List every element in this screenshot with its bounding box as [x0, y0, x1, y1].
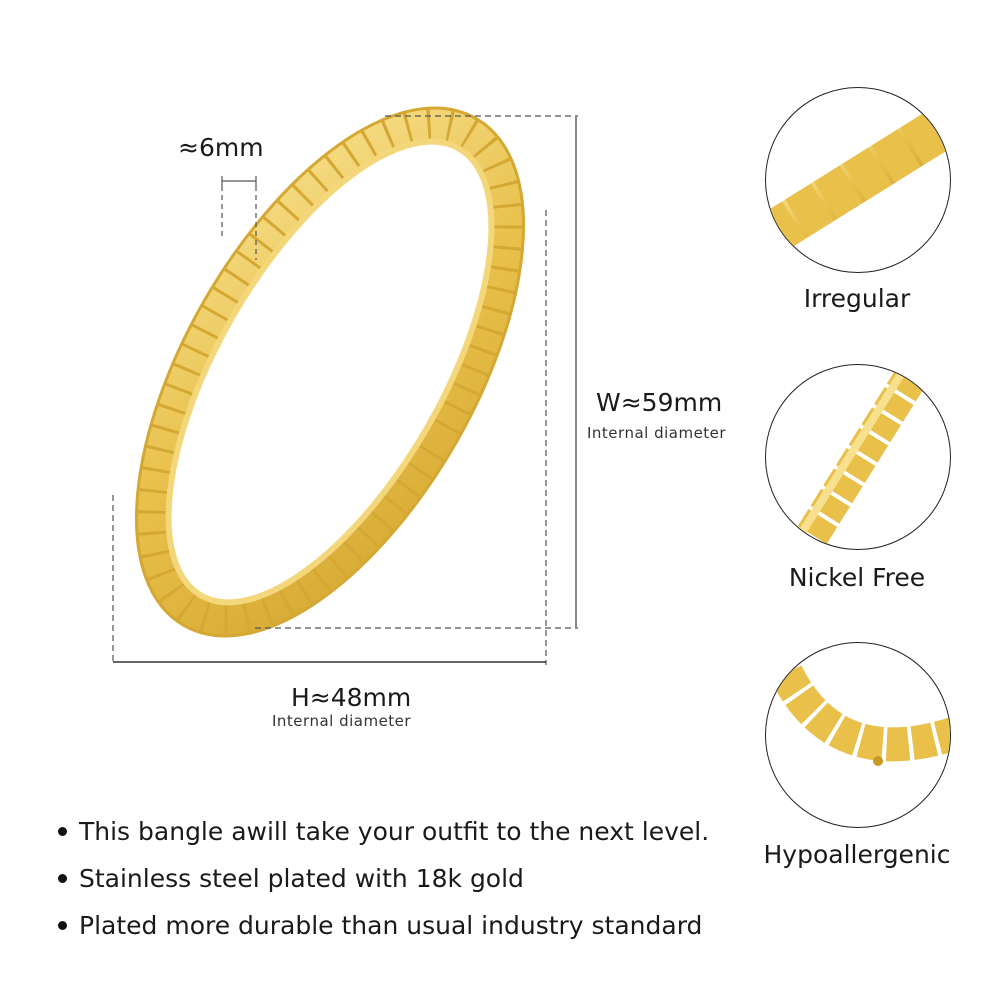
bullet-dot-icon: [58, 827, 67, 836]
bullet-text: Plated more durable than usual industry …: [79, 911, 703, 940]
width-dimension-lines: [255, 115, 578, 629]
feature-label-nickel-free: Nickel Free: [788, 563, 926, 592]
bullet-text: Stainless steel plated with 18k gold: [79, 864, 524, 893]
height-dimension-lines: [112, 210, 547, 665]
bullet-item: Stainless steel plated with 18k gold: [58, 855, 709, 902]
feature-label-irregular: Irregular: [803, 284, 911, 313]
segment-width-marker: [221, 176, 257, 260]
feature-bullet-list: This bangle awill take your outfit to th…: [58, 808, 709, 949]
bangle-image: [134, 106, 526, 638]
feature-image-nickel-free: [765, 364, 951, 550]
width-value: W≈59mm: [596, 388, 723, 417]
feature-label-hypoallergenic: Hypoallergenic: [763, 840, 951, 869]
bullet-dot-icon: [58, 874, 67, 883]
height-caption: Internal diameter: [272, 712, 412, 730]
height-value: H≈48mm: [291, 683, 412, 712]
feature-image-irregular: [765, 87, 951, 273]
feature-image-hypoallergenic: [765, 642, 951, 828]
bullet-text: This bangle awill take your outfit to th…: [79, 817, 710, 846]
segment-width-label: ≈6mm: [178, 133, 264, 162]
bullet-item: This bangle awill take your outfit to th…: [58, 808, 709, 855]
bullet-item: Plated more durable than usual industry …: [58, 902, 709, 949]
bullet-dot-icon: [58, 921, 67, 930]
bangle-diagram: [112, 106, 578, 665]
width-caption: Internal diameter: [587, 424, 727, 442]
